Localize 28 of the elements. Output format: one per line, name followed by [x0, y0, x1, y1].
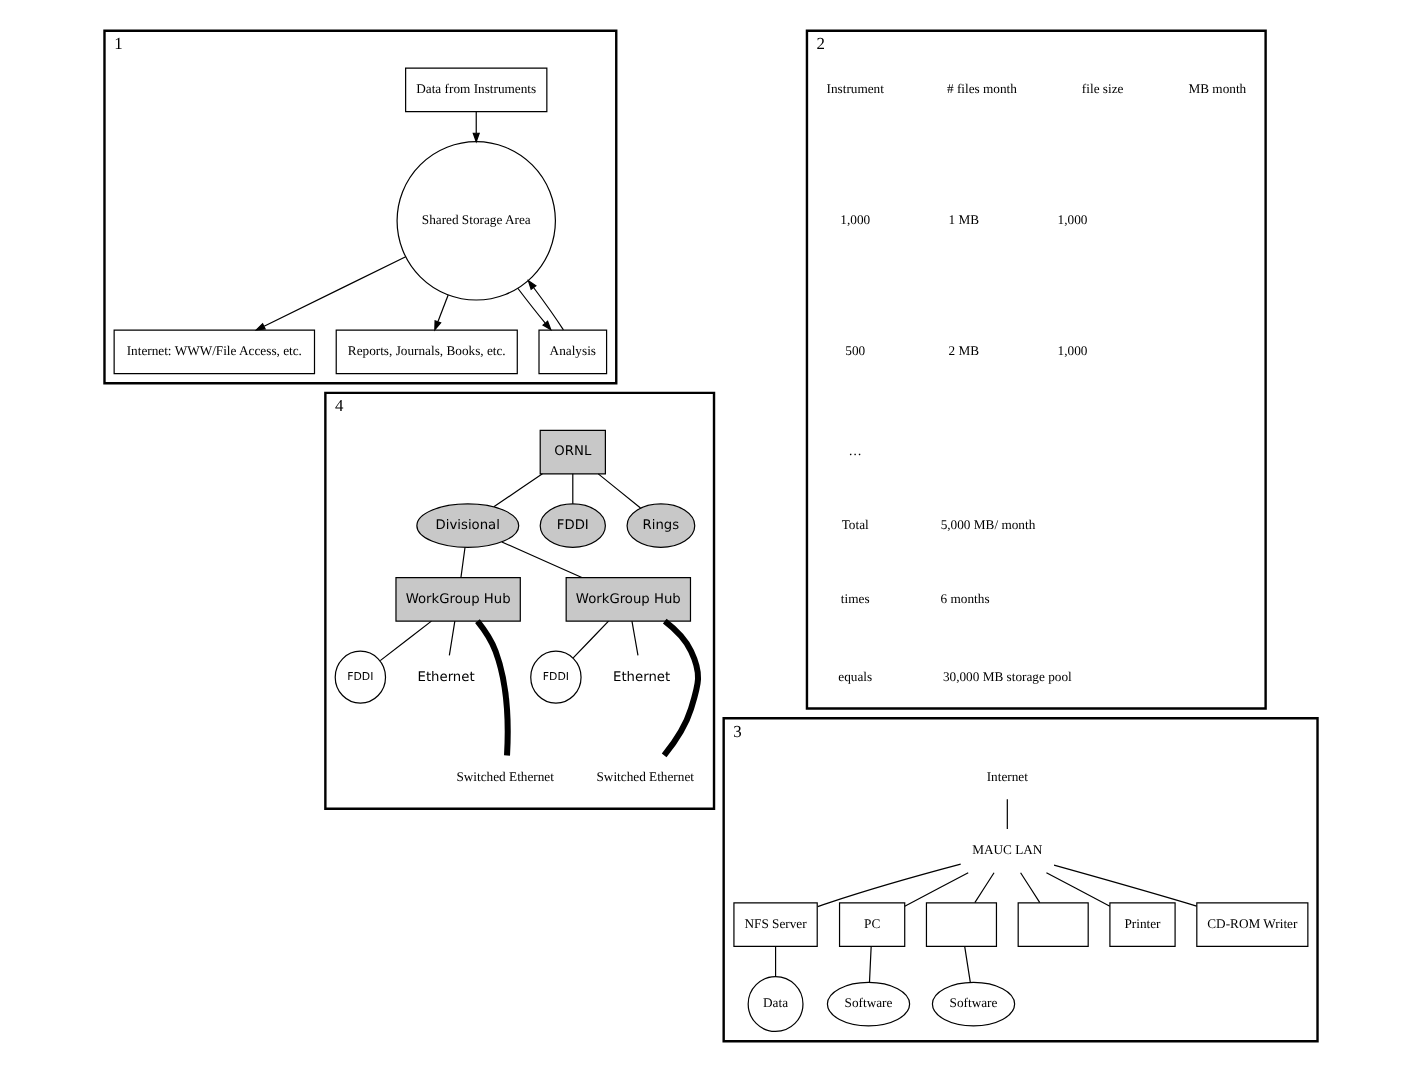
connector — [867, 945, 871, 983]
arrow — [433, 294, 448, 332]
node-box — [924, 902, 997, 947]
connector — [596, 473, 641, 509]
connector — [1044, 872, 1110, 907]
connector — [571, 620, 609, 659]
connector — [660, 618, 701, 758]
arrow — [516, 287, 551, 331]
connector — [459, 546, 465, 578]
connector — [1052, 864, 1197, 907]
connector — [973, 872, 994, 904]
connector — [903, 872, 968, 907]
connector — [474, 619, 510, 756]
arrow — [253, 256, 406, 331]
connector — [773, 945, 776, 977]
connector — [492, 473, 543, 508]
connector — [1005, 798, 1007, 830]
arrow — [526, 279, 564, 331]
connector — [500, 541, 582, 579]
connector — [1018, 872, 1040, 904]
node-box — [1016, 902, 1088, 947]
arrow — [471, 111, 480, 144]
connector — [963, 945, 970, 983]
connector — [447, 620, 455, 656]
connector — [378, 620, 432, 662]
connector — [816, 863, 961, 908]
connector — [571, 473, 573, 505]
connector — [630, 620, 638, 656]
